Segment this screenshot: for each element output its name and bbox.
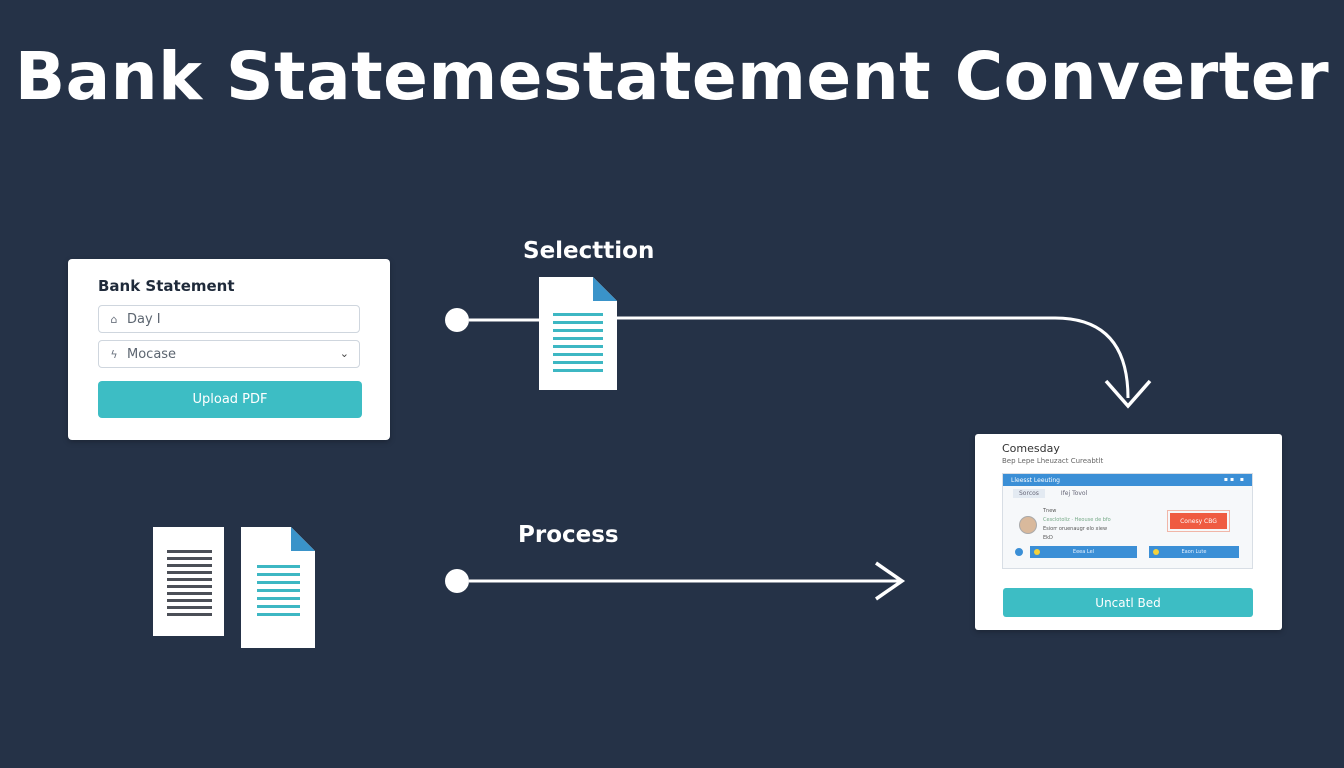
output-card: Comesday Bep Lepe Lheuzact Cureabtlt Lle… <box>975 434 1282 630</box>
output-card-title: Comesday <box>1002 442 1060 455</box>
upload-pdf-button[interactable]: Upload PDF <box>98 381 362 418</box>
window-controls-icon: ▪▪ ▪ <box>1223 476 1246 483</box>
convert-action-button[interactable]: Conesy CBG <box>1167 510 1230 532</box>
mini-button-label: Eeea Lel <box>1072 549 1095 555</box>
preview-window: Lleesst Leeuting ▪▪ ▪ Sorcos Ifej Tovol … <box>1002 473 1253 569</box>
preview-topbar-title: Lleesst Leeuting <box>1011 476 1060 484</box>
preview-actions-row: Eeea Lel Eaon Lute <box>1015 546 1239 558</box>
day-field-value: Day I <box>127 311 161 327</box>
selection-label: Selecttion <box>523 238 655 264</box>
mode-select[interactable]: ϟ Mocase ⌄ <box>98 340 360 368</box>
profile-line: Cesclotoliz · Heouse de bfo <box>1043 517 1111 523</box>
document-icon-selection <box>539 277 617 390</box>
profile-line: Esiorr oruenaugr elo xiew <box>1043 526 1108 532</box>
process-start-node <box>445 569 469 593</box>
selection-arrowhead <box>1104 379 1152 409</box>
calendar-icon: ⌂ <box>110 312 118 326</box>
document-icon-converted <box>241 527 315 648</box>
preview-tab[interactable]: Ifej Tovol <box>1060 490 1088 497</box>
document-icon-plain <box>153 527 224 636</box>
input-card: Bank Statement ⌂ Day I ϟ Mocase ⌄ Upload… <box>68 259 390 440</box>
profile-line: EkD <box>1043 535 1053 541</box>
chevron-down-icon: ⌄ <box>339 347 349 360</box>
yellow-dot-icon <box>1034 549 1040 555</box>
input-card-title: Bank Statement <box>98 277 235 295</box>
process-label: Process <box>518 522 619 548</box>
mini-button[interactable]: Eaon Lute <box>1149 546 1239 558</box>
mini-button[interactable]: Eeea Lel <box>1030 546 1137 558</box>
yellow-dot-icon <box>1153 549 1159 555</box>
preview-tabs: Sorcos Ifej Tovol <box>1013 489 1093 498</box>
preview-topbar: Lleesst Leeuting ▪▪ ▪ <box>1003 474 1252 486</box>
selection-start-node <box>445 308 469 332</box>
output-card-subtitle: Bep Lepe Lheuzact Cureabtlt <box>1002 457 1104 465</box>
page-title: Bank Statemestatement Converter <box>14 38 1330 115</box>
preview-tab[interactable]: Sorcos <box>1013 489 1045 498</box>
bolt-icon: ϟ <box>110 347 118 361</box>
mode-select-value: Mocase <box>127 346 177 362</box>
convert-action-label: Conesy CBG <box>1170 513 1227 529</box>
status-dot-icon <box>1015 548 1023 556</box>
selection-connector-curve <box>615 316 1130 399</box>
profile-line: Tnew <box>1043 508 1057 514</box>
mini-button-label: Eaon Lute <box>1181 549 1207 555</box>
avatar <box>1019 516 1037 534</box>
profile-details: Tnew Cesclotoliz · Heouse de bfo Esiorr … <box>1043 507 1111 543</box>
output-bottom-button[interactable]: Uncatl Bed <box>1003 588 1253 617</box>
day-field[interactable]: ⌂ Day I <box>98 305 360 333</box>
process-arrowhead <box>875 561 906 601</box>
